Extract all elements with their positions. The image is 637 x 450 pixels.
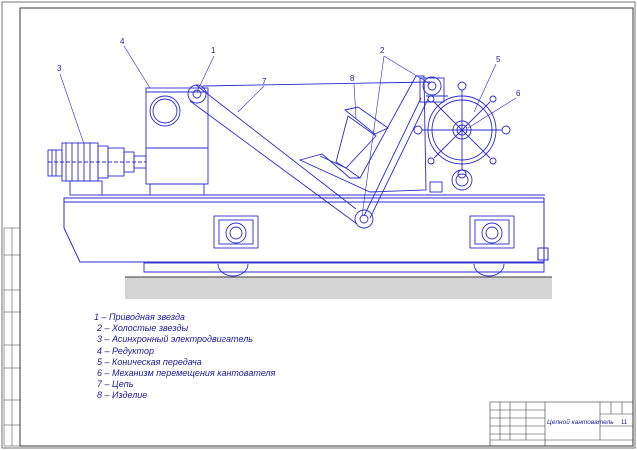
side-stamp: [3, 227, 21, 447]
electric-motor: [47, 142, 147, 196]
callout-8: 8: [350, 74, 355, 83]
chain: [189, 81, 431, 225]
reducer: [145, 87, 209, 196]
wheel: [217, 263, 505, 277]
callout-7: 7: [262, 77, 267, 86]
legend-item: 2 – Холостые звезды: [97, 323, 189, 334]
drawing-title: Цепной кантователь: [547, 418, 614, 426]
callout-6: 6: [516, 89, 521, 98]
legend-item: 1 – Приводная звезда: [94, 312, 185, 322]
legend-item: 4 – Редуктор: [97, 345, 154, 356]
drawing-frame: [19, 7, 634, 447]
legend-item: 5 – Коническая передача: [97, 356, 202, 367]
callout-5: 5: [496, 55, 501, 64]
callout-2: 2: [380, 46, 385, 55]
drive-sprocket: [187, 84, 207, 104]
legend-item: 7 – Цепь: [97, 379, 134, 390]
tilting-frame: [298, 75, 448, 193]
base-rail: [143, 262, 545, 273]
idler-sprocket: [354, 76, 442, 229]
callout-labels: 1 2 3 4 5 6 7 8: [57, 37, 521, 98]
title-block: [489, 401, 634, 447]
sheet-number: 11: [621, 420, 628, 426]
callout-3: 3: [57, 64, 62, 73]
callout-1: 1: [211, 46, 216, 55]
legend-item: 6 – Механизм перемещения кантователя: [97, 368, 276, 379]
callout-4: 4: [120, 37, 125, 46]
bevel-gear-wheel: [413, 81, 511, 191]
axle-housing: [213, 215, 515, 249]
parts-legend: 1 – Приводная звезда 2 – Холостые звезды…: [94, 312, 275, 402]
leader-lines: [59, 45, 517, 217]
floor-hatch: [125, 276, 552, 299]
legend-item: 3 – Асинхронный электродвигатель: [97, 334, 254, 345]
legend-item: 8 – Изделие: [97, 390, 148, 401]
product: [319, 106, 389, 179]
